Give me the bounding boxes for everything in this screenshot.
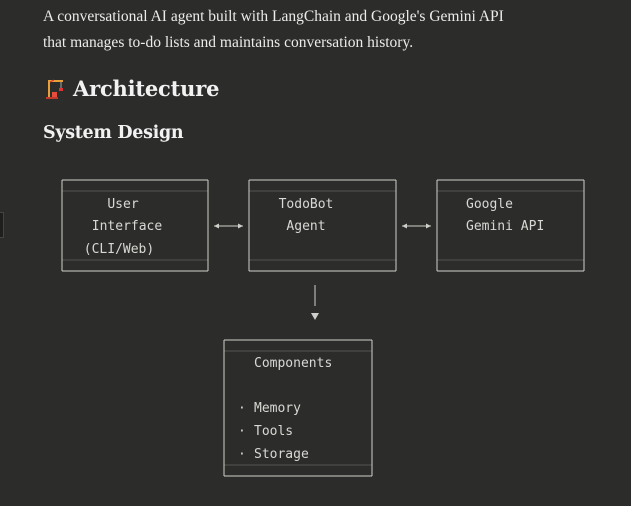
gemini-line-1: Google <box>466 197 513 212</box>
intro-line-1: A conversational AI agent built with Lan… <box>43 8 504 25</box>
agent-line-2: Agent <box>286 219 325 234</box>
components-item-memory: Memory <box>254 401 301 416</box>
components-bullet-3: · <box>238 447 246 462</box>
left-edge-marker <box>0 212 4 238</box>
ui-line-3: (CLI/Web) <box>84 242 154 257</box>
construction-crane-icon <box>46 79 63 99</box>
components-bullet-2: · <box>238 424 246 439</box>
intro-line-2: that manages to-do lists and maintains c… <box>43 34 414 51</box>
system-design-heading: System Design <box>43 123 184 143</box>
components-item-tools: Tools <box>254 424 293 439</box>
architecture-heading: Architecture <box>45 76 219 101</box>
agent-line-1: TodoBot <box>279 197 334 212</box>
ui-line-1: User <box>107 197 138 212</box>
down-arrow <box>311 313 319 320</box>
agent-box <box>248 179 397 272</box>
ui-line-2: Interface <box>92 219 163 234</box>
gemini-line-2: Gemini API <box>466 219 544 234</box>
components-item-storage: Storage <box>254 447 309 462</box>
user-interface-box <box>61 179 209 272</box>
components-title: Components <box>254 356 332 371</box>
intro-paragraph: A conversational AI agent built with Lan… <box>43 4 613 56</box>
gemini-box <box>436 179 585 272</box>
components-bullet-1: · <box>238 401 246 416</box>
architecture-heading-text: Architecture <box>73 76 220 101</box>
components-box <box>223 339 373 477</box>
